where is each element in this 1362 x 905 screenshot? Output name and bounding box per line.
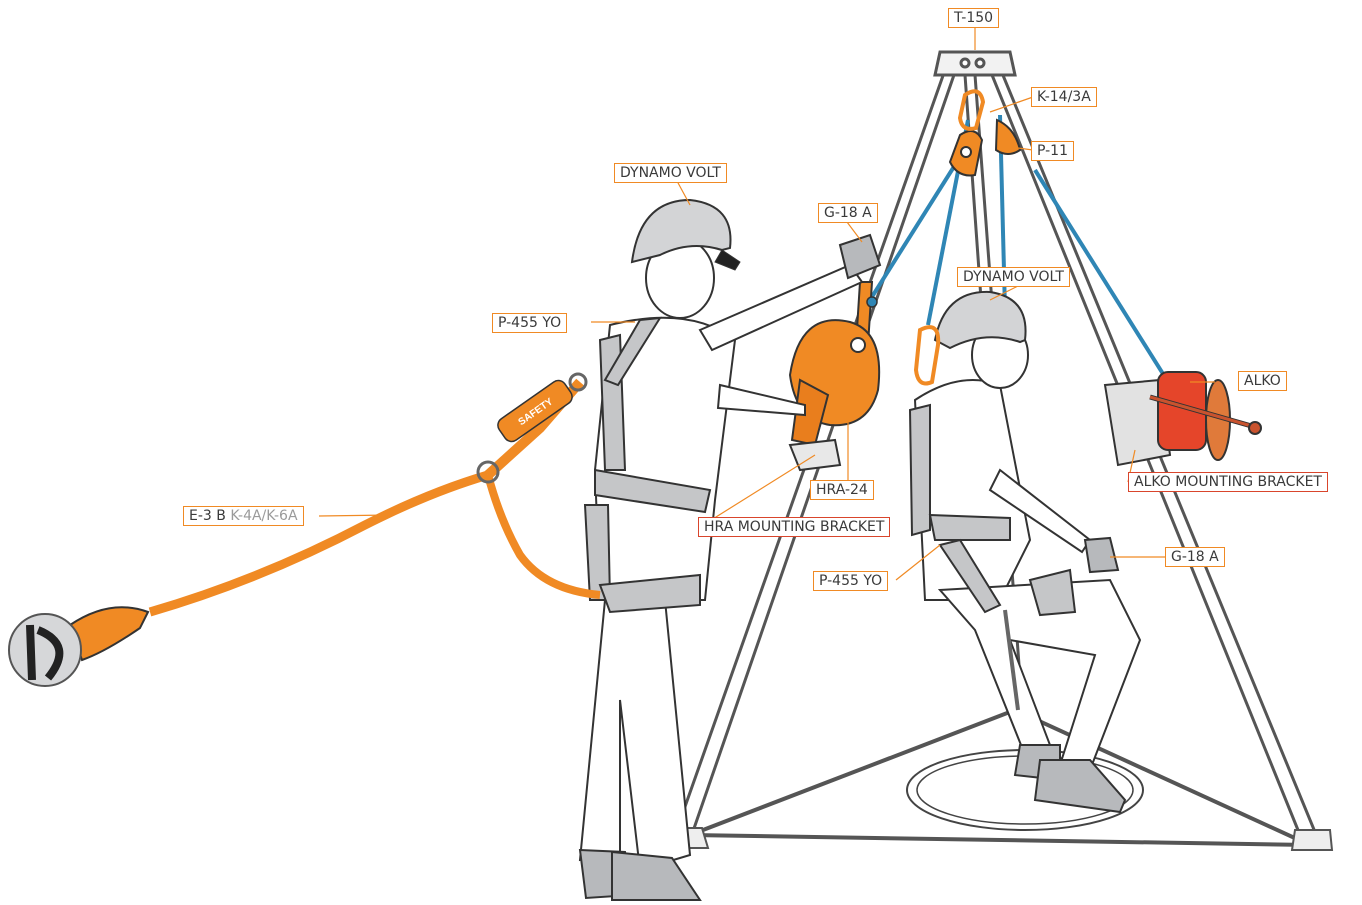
label-p455-right: P-455 YO	[813, 571, 888, 591]
label-hra-mounting-bracket: HRA MOUNTING BRACKET	[698, 517, 890, 537]
label-dynamo-volt-right: DYNAMO VOLT	[957, 267, 1070, 287]
label-alko-mounting-bracket: ALKO MOUNTING BRACKET	[1128, 472, 1328, 492]
anchor-point-icon	[9, 614, 81, 686]
label-p455-left: P-455 YO	[492, 313, 567, 333]
label-hra24: HRA-24	[810, 480, 874, 500]
lanyard-e3b: SAFETY	[70, 374, 600, 660]
label-alko: ALKO	[1238, 371, 1287, 391]
glove-seated	[1085, 538, 1118, 572]
label-t150: T-150	[948, 8, 999, 28]
carabiner-right	[916, 327, 938, 383]
label-g18-top: G-18 A	[818, 203, 878, 223]
label-g18-right: G-18 A	[1165, 547, 1225, 567]
label-p11: P-11	[1031, 141, 1074, 161]
label-e3b-alt: K-4A/K-6A	[230, 508, 297, 524]
label-k14: K-14/3A	[1031, 87, 1097, 107]
label-dynamo-volt-left: DYNAMO VOLT	[614, 163, 727, 183]
boot-right	[612, 852, 700, 900]
pulley-k14	[950, 131, 982, 175]
tripod-foot-right	[1292, 830, 1332, 850]
label-e3b-main: E-3 B	[189, 508, 230, 524]
label-e3b: E-3 B K-4A/K-6A	[183, 506, 304, 526]
